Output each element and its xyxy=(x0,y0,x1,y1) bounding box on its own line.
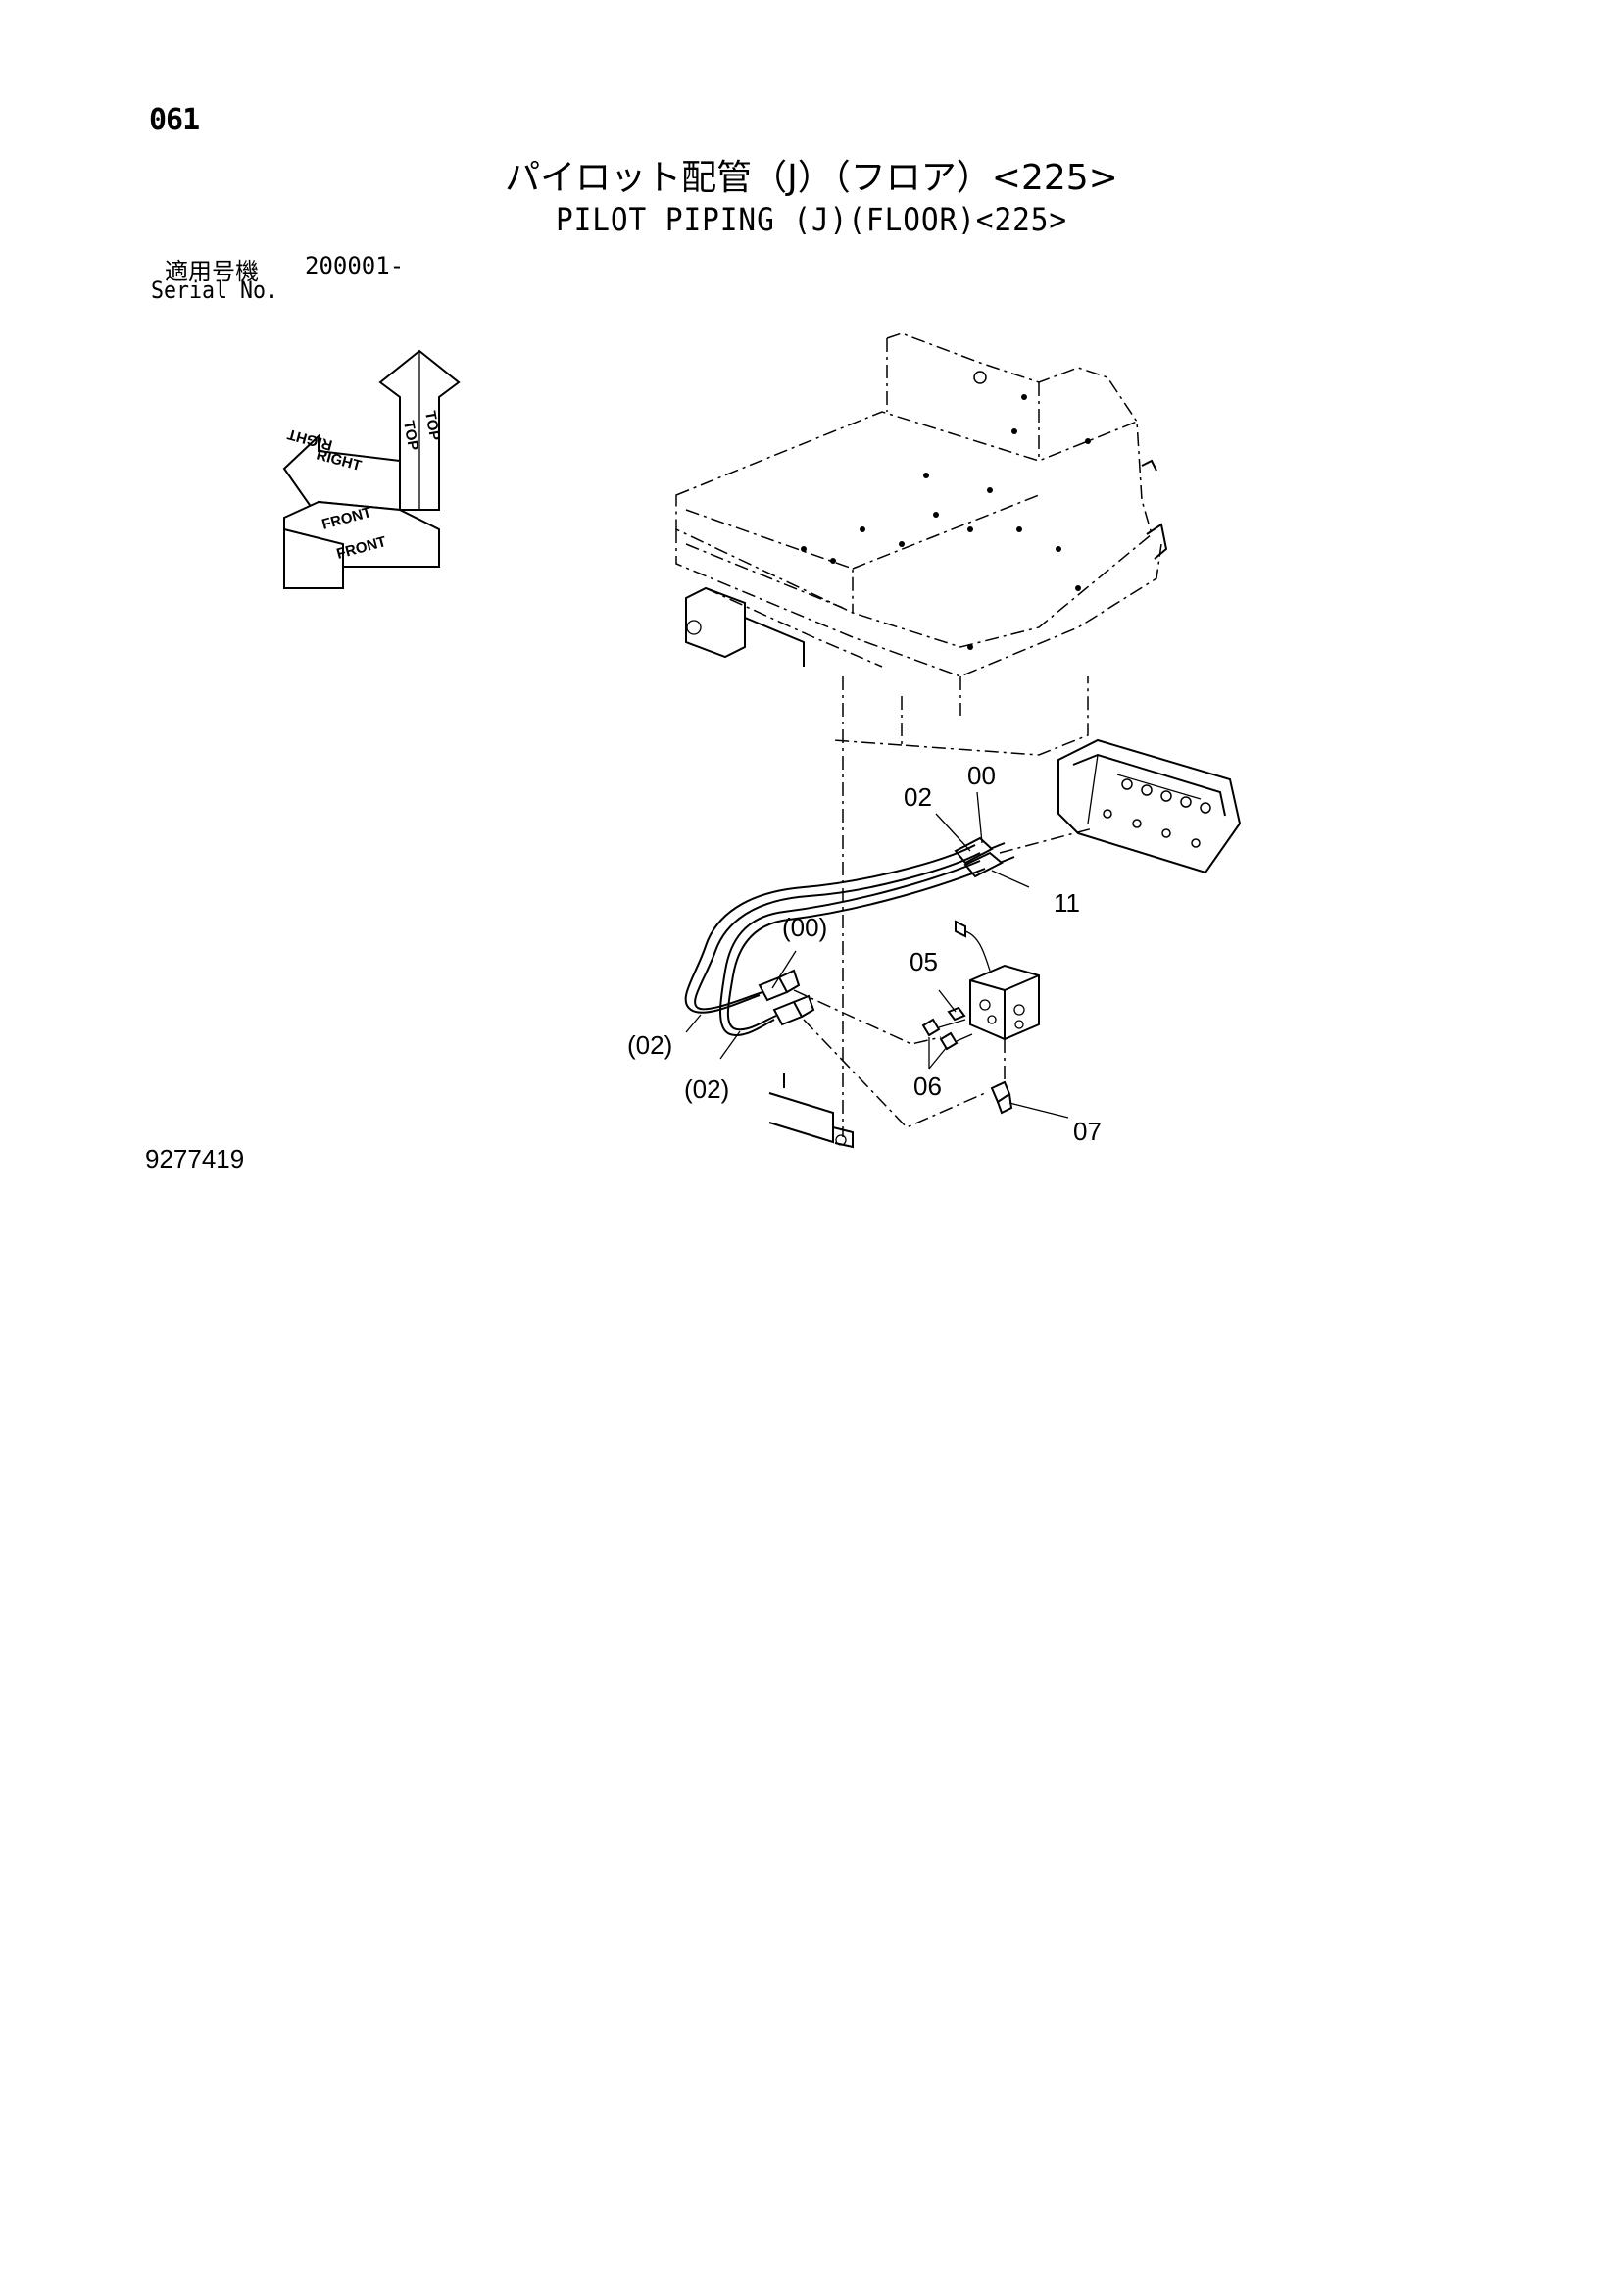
serial-label-english: Serial No. xyxy=(151,276,279,304)
floor-frame xyxy=(675,332,1168,1137)
callout-05: 05 xyxy=(910,947,938,976)
callout-labels: 02 00 11 (00) 05 (02) (02) 06 07 xyxy=(627,761,1102,1146)
callout-02-paren-b: (02) xyxy=(684,1074,729,1104)
callout-02-paren-a: (02) xyxy=(627,1030,672,1060)
lower-bracket xyxy=(768,1073,854,1149)
serial-number-value: 200001- xyxy=(305,252,405,279)
callout-11: 11 xyxy=(1054,888,1080,918)
pilot-hoses xyxy=(684,836,1015,1128)
page-number: 061 xyxy=(149,103,200,137)
control-valve-block xyxy=(999,738,1242,874)
callout-02: 02 xyxy=(904,782,932,812)
callout-06: 06 xyxy=(913,1072,942,1101)
page-title-english: PILOT PIPING (J)(FLOOR)<225> xyxy=(555,201,1068,238)
serial-label-japanese: 適用号機 xyxy=(165,258,259,285)
drawing-number: 9277419 xyxy=(145,1144,245,1173)
page-title-japanese: パイロット配管（J）（フロア）<225> xyxy=(505,158,1118,198)
callout-leaders xyxy=(685,791,1069,1119)
pilot-valve-block xyxy=(921,920,1040,1115)
orientation-top-label: TOP xyxy=(400,420,421,452)
callout-00-paren: (00) xyxy=(782,913,827,942)
orientation-top-label-2: TOP xyxy=(421,410,443,442)
callout-07: 07 xyxy=(1073,1117,1102,1146)
callout-00: 00 xyxy=(967,761,996,790)
orientation-indicator: TOP TOP RIGHT RIGHT FRONT FRONT xyxy=(282,349,461,589)
